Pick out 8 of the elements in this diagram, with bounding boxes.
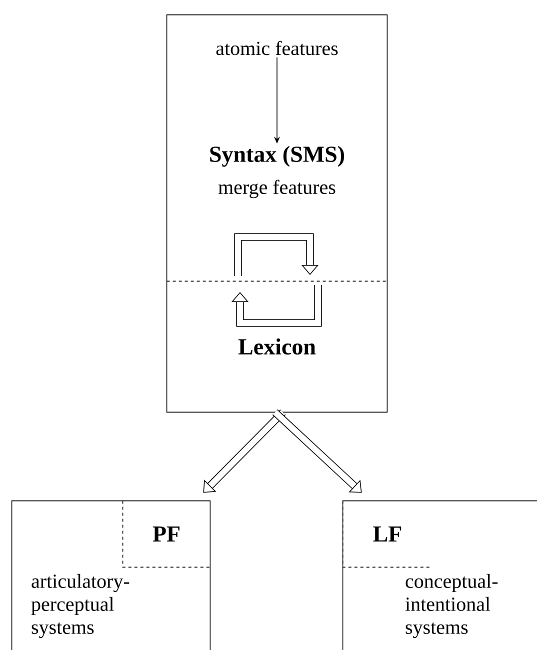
arrow bbox=[272, 409, 362, 493]
lf-label-box: LF bbox=[342, 500, 433, 568]
pf-label-box: PF bbox=[122, 500, 211, 568]
text-label: atomic features bbox=[216, 40, 338, 56]
lexicon-region: Lexicon bbox=[166, 280, 388, 413]
arrow bbox=[203, 410, 286, 493]
syntax-region bbox=[166, 14, 388, 282]
syntax-heading: Syntax (SMS) merge features bbox=[210, 146, 344, 198]
